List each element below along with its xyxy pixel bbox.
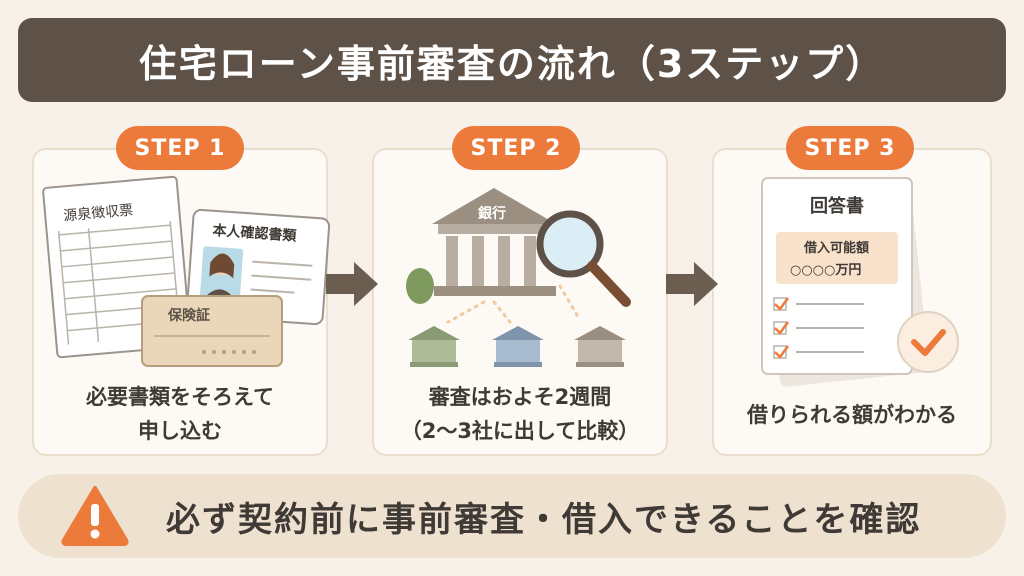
step-2-badge-label: STEP 2 <box>470 135 562 161</box>
warning-banner: 必ず契約前に事前審査・借入できることを確認 <box>18 474 1006 558</box>
step-3-card: 回答書 借入可能額 ○○○○万円 借りられる額がわかる <box>712 148 992 456</box>
step-1-line-2: 申し込む <box>138 419 222 443</box>
page-title-text: 住宅ローン事前審査の流れ（3ステップ） <box>138 41 886 86</box>
step-1-badge: STEP 1 <box>116 126 244 170</box>
step-1-description: 必要書類をそろえて 申し込む <box>34 380 326 448</box>
small-bank-icon <box>408 326 626 367</box>
answer-amount-label: 借入可能額 <box>803 240 869 256</box>
step-2-badge: STEP 2 <box>452 126 580 170</box>
answer-amount-value: ○○○○万円 <box>790 263 861 278</box>
bank-icon: 銀行 <box>432 188 556 296</box>
tax-slip-label: 源泉徴収票 <box>63 201 134 224</box>
document-icon: 源泉徴収票 <box>42 175 192 359</box>
answer-title: 回答書 <box>810 195 864 217</box>
step-1-card: 源泉徴収票 本人確認書類 保険証 必要書類をそろえて 申し込む <box>32 148 330 456</box>
magnifier-icon <box>536 210 631 307</box>
arrow-right-icon <box>326 262 378 306</box>
step-2-line-1: 審査はおよそ2週間 <box>428 385 612 409</box>
bank-label: 銀行 <box>478 205 506 222</box>
checkmark-icon <box>897 311 959 373</box>
step-2-illustration: 銀行 <box>406 188 631 367</box>
step-2-description: 審査はおよそ2週間 （2〜3社に出して比較） <box>374 380 666 448</box>
step-2-card: 銀行 <box>372 148 668 456</box>
step-2-line-2: （2〜3社に出して比較） <box>400 419 640 443</box>
step-3-line-1: 借りられる額がわかる <box>747 403 957 427</box>
step-3-badge: STEP 3 <box>786 126 914 170</box>
answer-sheet-icon: 回答書 借入可能額 ○○○○万円 <box>760 177 930 387</box>
step-1-line-1: 必要書類をそろえて <box>86 385 274 409</box>
insurance-card-icon: 保険証 <box>141 295 283 367</box>
warning-icon <box>61 486 129 546</box>
warning-text: 必ず契約前に事前審査・借入できることを確認 <box>166 499 922 540</box>
step-1-badge-label: STEP 1 <box>134 135 226 161</box>
insurance-card-label: 保険証 <box>167 307 210 324</box>
step-3-badge-label: STEP 3 <box>804 135 896 161</box>
page-title: 住宅ローン事前審査の流れ（3ステップ） <box>18 18 1006 102</box>
step-1-illustration: 源泉徴収票 本人確認書類 保険証 <box>42 175 330 367</box>
step-3-description: 借りられる額がわかる <box>714 398 990 432</box>
step-3-illustration: 回答書 借入可能額 ○○○○万円 <box>760 177 959 387</box>
id-card-label: 本人確認書類 <box>212 222 298 245</box>
arrow-right-icon <box>666 262 718 306</box>
